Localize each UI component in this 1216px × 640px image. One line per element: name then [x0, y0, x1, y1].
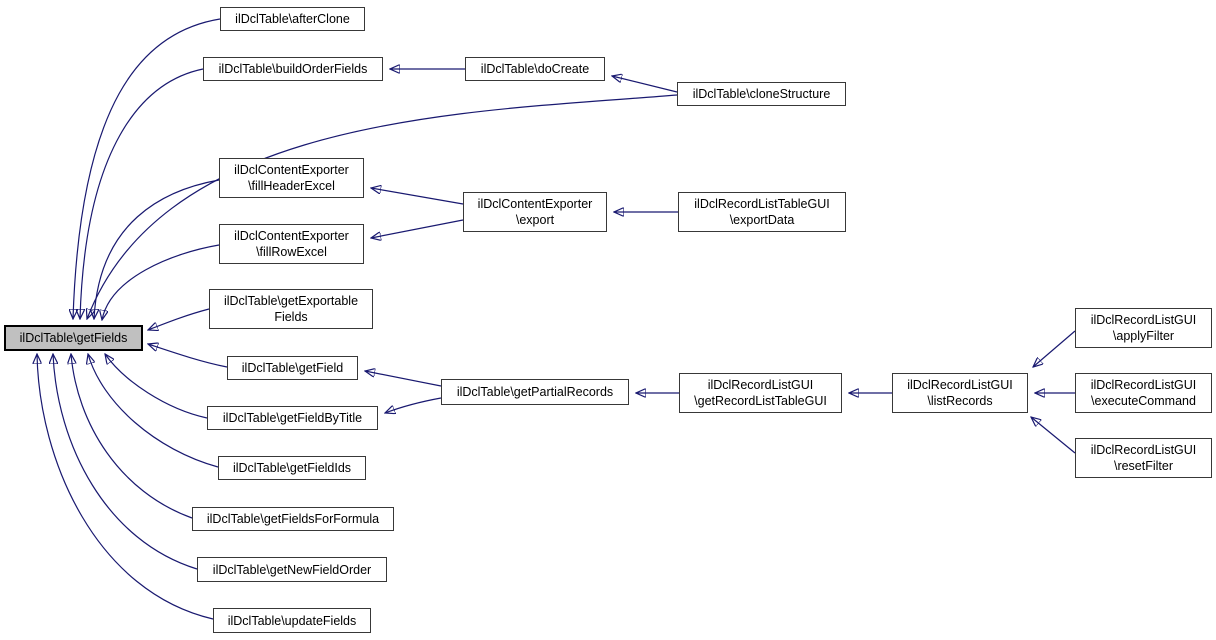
- node-ildcltable-getexportablefields[interactable]: ilDclTable\getExportable Fields: [209, 289, 373, 329]
- node-ildclrecordlisttablegui-exportdata[interactable]: ilDclRecordListTableGUI \exportData: [678, 192, 846, 232]
- node-ildclrecordlistgui-listrecords[interactable]: ilDclRecordListGUI \listRecords: [892, 373, 1028, 413]
- edge-export-to-fillheaderexcel: [371, 188, 464, 205]
- node-ildcltable-docreate[interactable]: ilDclTable\doCreate: [465, 57, 605, 81]
- node-ildcltable-getnewfieldorder[interactable]: ilDclTable\getNewFieldOrder: [197, 557, 387, 582]
- node-ildcltable-getfields: ilDclTable\getFields: [4, 325, 143, 351]
- node-ildclrecordlistgui-getrecordlisttablegui[interactable]: ilDclRecordListGUI \getRecordListTableGU…: [679, 373, 842, 413]
- node-ildcltable-buildorderfields[interactable]: ilDclTable\buildOrderFields: [203, 57, 383, 81]
- node-ildcltable-getfieldbytitle[interactable]: ilDclTable\getFieldByTitle: [207, 406, 378, 430]
- edge-clonestructure-to-getfields: [87, 94, 678, 319]
- node-ildcltable-getfieldids[interactable]: ilDclTable\getFieldIds: [218, 456, 366, 480]
- node-ildclrecordlistgui-executecommand[interactable]: ilDclRecordListGUI \executeCommand: [1075, 373, 1212, 413]
- edge-fillrowexcel-to-getfields: [102, 244, 220, 320]
- edge-getfieldids-to-getfields: [88, 354, 219, 468]
- edge-getfield-to-getfields: [148, 344, 228, 368]
- edge-fillheaderexcel-to-getfields: [94, 179, 220, 319]
- edge-getnewfieldorder-to-getfields: [53, 354, 198, 570]
- node-ildclrecordlistgui-resetfilter[interactable]: ilDclRecordListGUI \resetFilter: [1075, 438, 1212, 478]
- edge-buildorderfields-to-getfields: [80, 68, 204, 319]
- node-ildcltable-getfieldsforformula[interactable]: ilDclTable\getFieldsForFormula: [192, 507, 394, 531]
- edge-clonestructure-to-docreate: [612, 76, 678, 93]
- edge-getexportablefields-to-getfields: [148, 308, 210, 330]
- node-ildcltable-afterclone[interactable]: ilDclTable\afterClone: [220, 7, 365, 31]
- edge-getfieldbytitle-to-getfields: [105, 354, 208, 419]
- node-ildclrecordlistgui-applyfilter[interactable]: ilDclRecordListGUI \applyFilter: [1075, 308, 1212, 348]
- edge-afterclone-to-getfields: [73, 18, 221, 319]
- edge-export-to-fillrowexcel: [371, 219, 464, 238]
- edge-getpartialrecords-to-getfield: [365, 371, 442, 387]
- node-ildcltable-getpartialrecords[interactable]: ilDclTable\getPartialRecords: [441, 379, 629, 405]
- edge-getpartialrecords-to-getfieldbytitle: [385, 397, 442, 413]
- edge-resetfilter-to-listrecords: [1031, 417, 1076, 454]
- edge-getfieldsforformula-to-getfields: [71, 354, 193, 519]
- node-ildclcontentexporter-fillrowexcel[interactable]: ilDclContentExporter \fillRowExcel: [219, 224, 364, 264]
- node-ildcltable-getfield[interactable]: ilDclTable\getField: [227, 356, 358, 380]
- edge-applyfilter-to-listrecords: [1033, 330, 1076, 367]
- edge-updatefields-to-getfields: [37, 354, 214, 620]
- node-ildcltable-clonestructure[interactable]: ilDclTable\cloneStructure: [677, 82, 846, 106]
- node-ildclcontentexporter-export[interactable]: ilDclContentExporter \export: [463, 192, 607, 232]
- node-ildclcontentexporter-fillheaderexcel[interactable]: ilDclContentExporter \fillHeaderExcel: [219, 158, 364, 198]
- node-ildcltable-updatefields[interactable]: ilDclTable\updateFields: [213, 608, 371, 633]
